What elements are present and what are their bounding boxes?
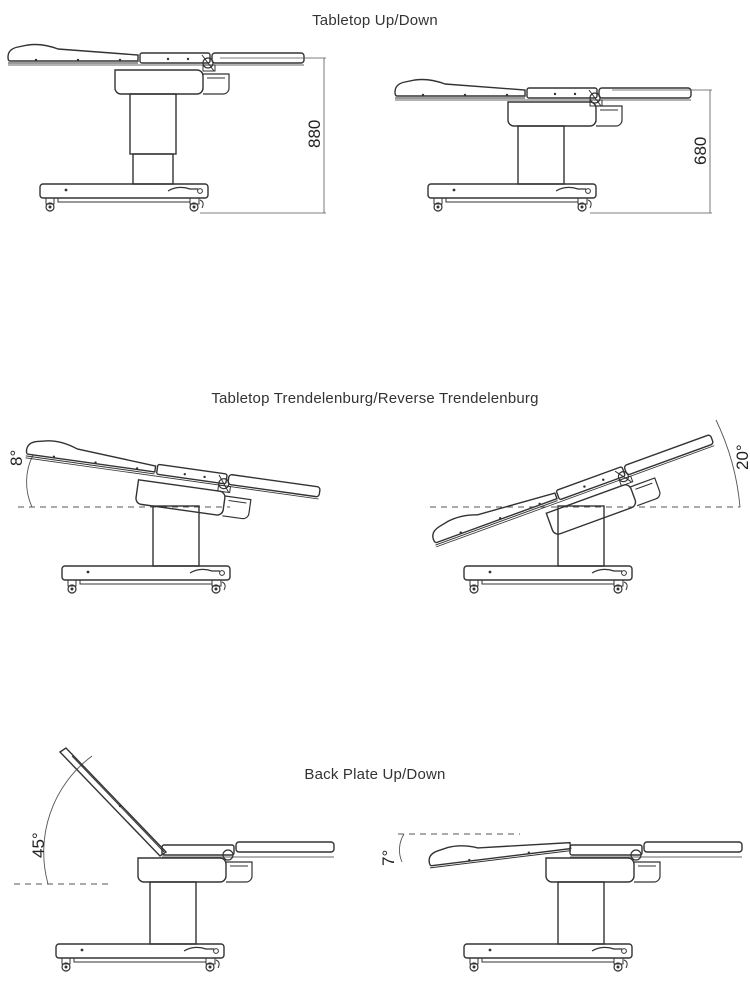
back-plate-up-angle: 45°	[29, 832, 48, 858]
tabletop-up-down-diagrams: 880 680	[7, 43, 712, 214]
back-plate-up-figure: 45°	[14, 747, 335, 972]
reverse-trendelenburg-figure: 20°	[428, 419, 750, 594]
back-plate-down-angle: 7°	[379, 850, 398, 866]
trendelenburg-diagrams: 8° 20°	[7, 419, 750, 594]
trendelenburg-figure: 8°	[7, 436, 323, 594]
back-plate-down-figure: 7°	[379, 833, 743, 972]
trendelenburg-angle: 8°	[7, 450, 26, 466]
height-dimension-high: 880	[305, 120, 324, 148]
table-high-figure: 880	[7, 43, 326, 214]
section-title-up-down: Tabletop Up/Down	[312, 12, 438, 29]
section-title-back-plate: Back Plate Up/Down	[304, 766, 446, 783]
section-title-trendelenburg: Tabletop Trendelenburg/Reverse Trendelen…	[211, 390, 539, 407]
reverse-trendelenburg-angle: 20°	[733, 444, 750, 470]
table-low-figure: 680	[394, 78, 712, 214]
height-dimension-low: 680	[691, 137, 710, 165]
